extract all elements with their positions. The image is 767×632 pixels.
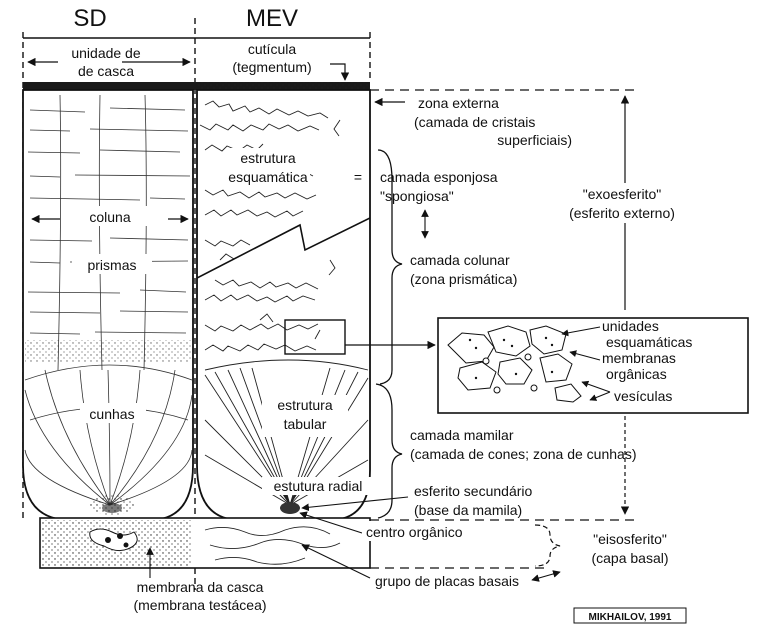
estrutura-tabular-label-1: estrutura <box>277 397 332 413</box>
membranas-label-1: membranas <box>602 350 676 366</box>
shell-unit-label-1: unidade de <box>71 45 141 61</box>
secondary-spherite <box>280 502 300 514</box>
squamous-inset <box>437 317 749 414</box>
placas-capa-arrow <box>531 570 561 582</box>
equals-sign: = <box>354 169 362 185</box>
estutura-radial-label: estutura radial <box>274 478 363 494</box>
header-sd: SD <box>73 5 106 32</box>
cuticle-label-1: cutícula <box>248 41 296 57</box>
inset-source-box <box>284 319 346 355</box>
vesiculas-label: vesículas <box>614 388 672 404</box>
centro-organico-label: centro orgânico <box>366 524 463 540</box>
centro-organico-arrow <box>299 511 363 534</box>
zona-externa-label-2: (camada de cristais <box>414 114 535 130</box>
shell-unit-label-2: de casca <box>78 63 134 79</box>
sd-column <box>22 89 194 521</box>
esferito-secundario-label-2: (base da mamila) <box>414 502 522 518</box>
cuticle-band <box>23 82 370 90</box>
eisosferito-label-1: "eisosferito" <box>593 531 667 547</box>
exoesferito-label-1: "exoesferito" <box>583 186 661 202</box>
shell-membrane-band <box>39 517 371 569</box>
header-mev: MEV <box>246 5 298 32</box>
secundario-arrow <box>301 496 409 512</box>
coluna-label: coluna <box>89 209 130 225</box>
placas-arrow <box>301 544 371 579</box>
estrutura-esquamatica-label-1: estrutura <box>240 150 295 166</box>
credit-box <box>573 607 687 624</box>
camada-mamilar-label-2: (camada de cones; zona de cunhas) <box>410 446 636 462</box>
zona-externa-label-1: zona externa <box>418 95 499 111</box>
membranas-label-2: orgânicas <box>606 366 667 382</box>
cunhas-label: cunhas <box>89 406 134 422</box>
mev-column <box>196 89 380 521</box>
cuticle-label-2: (tegmentum) <box>232 59 311 75</box>
mamilar-brace <box>375 383 403 519</box>
credit-label: MIKHAILOV, 1991 <box>589 612 672 623</box>
membrana-casca-label-2: (membrana testácea) <box>133 597 266 613</box>
estrutura-esquamatica-label-2: esquamática <box>228 169 308 185</box>
camada-colunar-label-2: (zona prismática) <box>410 271 517 287</box>
camada-colunar-label-1: camada colunar <box>410 252 510 268</box>
camada-esponjosa-label-2: "spongiosa" <box>380 188 454 204</box>
camada-esponjosa-label-1: camada esponjosa <box>380 169 498 185</box>
exoesferito-label-2: (esferito externo) <box>569 205 675 221</box>
cuticle-texture <box>197 82 370 90</box>
estrutura-tabular-label-2: tabular <box>284 416 327 432</box>
esferito-secundario-label-1: esferito secundário <box>414 483 533 499</box>
camada-mamilar-label-1: camada mamilar <box>410 427 514 443</box>
eisosferito-brace <box>534 524 561 567</box>
membrana-casca-label-1: membrana da casca <box>137 579 264 595</box>
eisosferito-label-2: (capa basal) <box>591 550 668 566</box>
prismas-label: prismas <box>87 257 136 273</box>
unidades-label-1: unidades <box>602 318 659 334</box>
cuticle-arrow <box>330 63 350 81</box>
unidades-label-2: esquamáticas <box>606 334 692 350</box>
grupo-placas-label: grupo de placas basais <box>375 573 519 589</box>
zona-externa-label-3: superficiais) <box>497 132 572 148</box>
colunar-brace <box>377 149 403 385</box>
